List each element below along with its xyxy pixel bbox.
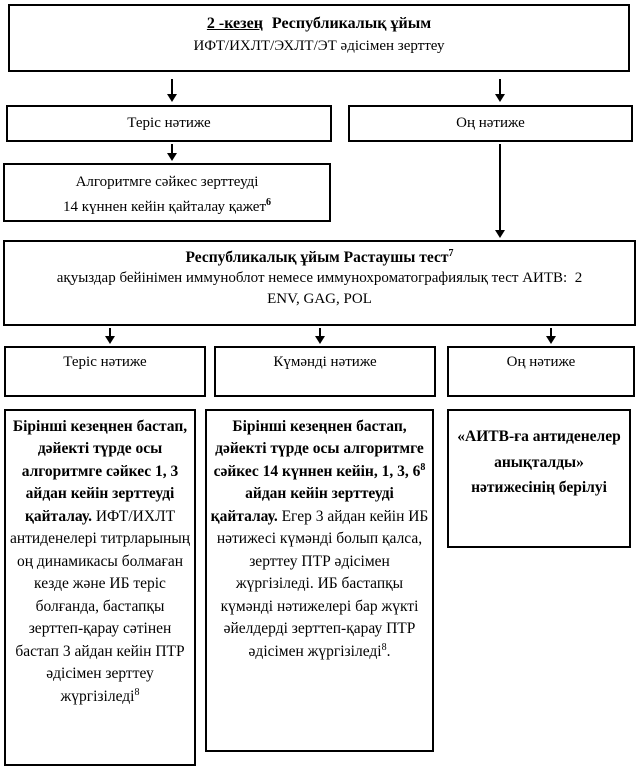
node-repeat-14-days: Алгоритмге сәйкес зерттеуді 14 күннен ке… [3, 163, 331, 222]
outcome-negative-regular: ИФТ/ИХЛТ антиденелері титрларының оң дин… [9, 507, 191, 705]
arrow-stem [319, 328, 321, 336]
repeat-line1: Алгоритмге сәйкес зерттеуді [75, 174, 259, 190]
footnote-6: 6 [266, 197, 272, 208]
node-doubtful-result: Күмәнді нәтиже [214, 346, 436, 397]
flow-arrow-positive-1 [493, 79, 507, 102]
arrow-head-icon [495, 230, 505, 238]
outcome-negative-bold: Бірінші кезеңнен бастап, дәйекті түрде о… [12, 418, 188, 525]
outcome-doubtful-regular: Егер 3 айдан кейін ИБ нәтижесі күмәнді б… [216, 507, 429, 660]
negative-result-2-label: Теріс нәтиже [63, 354, 147, 370]
doubtful-result-label: Күмәнді нәтиже [273, 354, 377, 370]
footnote-8: 8 [381, 641, 387, 653]
stage2-title: 2 -кезең Республикалық ұйым [10, 13, 628, 35]
arrow-stem [499, 144, 501, 230]
arrow-head-icon [495, 94, 505, 102]
stage2-step-label: 2 -кезең [206, 15, 263, 32]
negative-result-1-label: Теріс нәтиже [127, 115, 211, 131]
flow-arrow-doubtful [313, 328, 327, 344]
flow-arrow-positive-2 [544, 328, 558, 344]
positive-result-1-label: Оң нәтиже [456, 115, 525, 131]
positive-result-2-label: Оң нәтиже [506, 354, 576, 370]
flow-arrow-to-repeat [165, 144, 179, 161]
flow-arrow-negative-2 [103, 328, 117, 344]
node-negative-result-1: Теріс нәтиже [6, 105, 332, 142]
arrow-head-icon [167, 153, 177, 161]
arrow-stem [109, 328, 111, 336]
node-negative-result-2: Теріс нәтиже [4, 346, 206, 397]
confirm-line2: ақуыздар бейінімен иммуноблот немесе имм… [56, 270, 583, 286]
footnote-8: 8 [134, 686, 140, 698]
confirm-line3: ENV, GAG, POL [267, 291, 372, 307]
arrow-stem [499, 79, 501, 94]
repeat-line2: 14 күннен кейін қайталау қажет6 [62, 197, 272, 216]
node-outcome-negative: Бірінші кезеңнен бастап, дәйекті түрде о… [4, 409, 196, 766]
flow-arrow-to-confirm [493, 144, 507, 238]
node-outcome-doubtful: Бірінші кезеңнен бастап, дәйекті түрде о… [205, 409, 434, 752]
outcome-doubtful-tail: . [386, 642, 391, 660]
arrow-stem [550, 328, 552, 336]
arrow-head-icon [315, 336, 325, 344]
arrow-stem [171, 79, 173, 94]
flow-arrow-negative-1 [165, 79, 179, 102]
stage2-subtitle: ИФТ/ИХЛТ/ЭХЛТ/ЭТ әдісімен зерттеу [193, 38, 445, 54]
outcome-doubtful-bold2: айдан кейін зерттеуді қайталау. [210, 485, 394, 525]
outcome-positive-text: «АИТВ-ға антиденелер анықталды» нәтижесі… [457, 428, 621, 497]
node-positive-result-1: Оң нәтиже [348, 105, 633, 142]
node-stage2: 2 -кезең Республикалық ұйым ИФТ/ИХЛТ/ЭХЛТ… [8, 4, 630, 72]
arrow-head-icon [105, 336, 115, 344]
node-positive-result-2: Оң нәтиже [447, 346, 635, 397]
confirm-title: Республикалық ұйым Растаушы тест7 [185, 247, 454, 266]
arrow-head-icon [546, 336, 556, 344]
stage2-org-label: Республикалық ұйым [271, 15, 432, 32]
node-confirming-test: Республикалық ұйым Растаушы тест7 ақуызд… [3, 240, 636, 326]
arrow-head-icon [167, 94, 177, 102]
outcome-doubtful-bold1: Бірінші кезеңнен бастап, дәйекті түрде о… [213, 418, 424, 480]
footnote-7: 7 [448, 247, 454, 259]
footnote-8: 8 [420, 461, 426, 473]
arrow-stem [171, 144, 173, 153]
node-outcome-positive: «АИТВ-ға антиденелер анықталды» нәтижесі… [447, 409, 631, 548]
